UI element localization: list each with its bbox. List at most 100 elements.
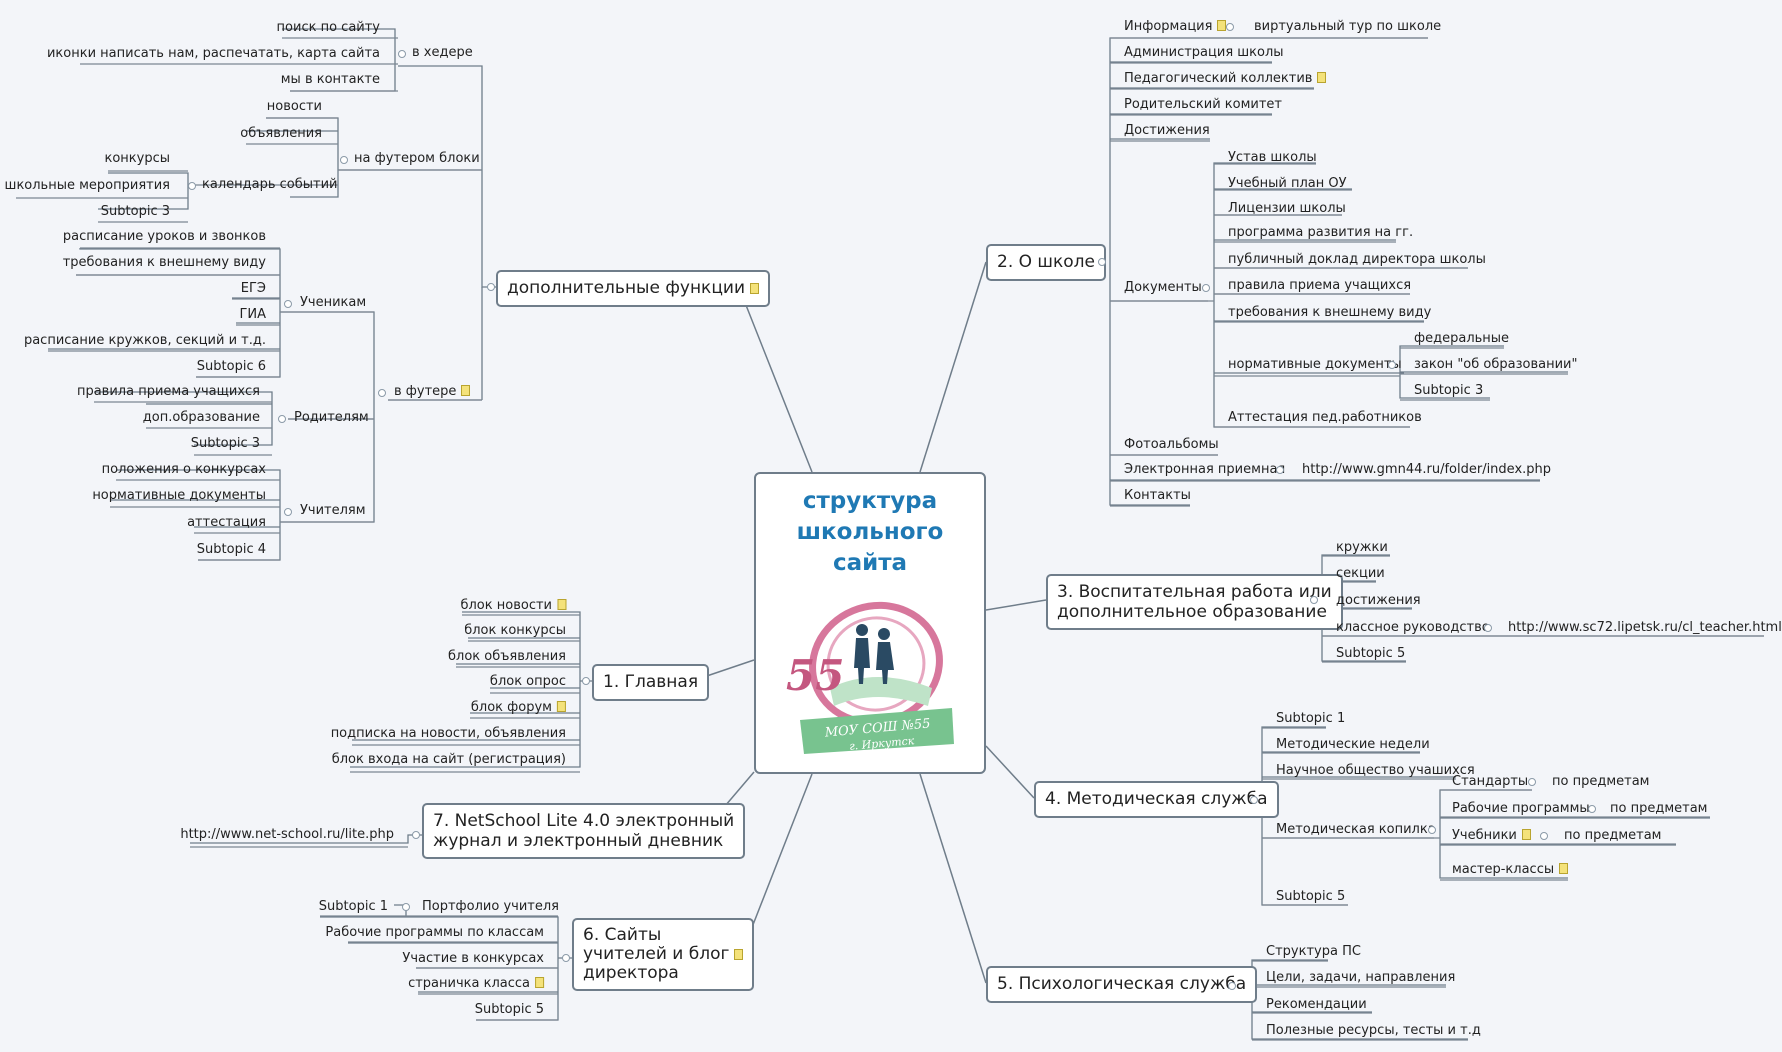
collapse-toggle[interactable] [1228, 982, 1236, 990]
node-calendar[interactable]: календарь событий [202, 177, 338, 192]
link-url[interactable]: http://www.gmn44.ru/folder/index.php [1302, 462, 1552, 477]
node-item[interactable]: расписание кружков, секций и т.д. [23, 333, 266, 348]
topic-extra-functions[interactable]: дополнительные функции [496, 270, 770, 307]
node-item[interactable]: блок конкурсы [464, 623, 566, 638]
node-item[interactable]: Лицензии школы [1228, 201, 1346, 216]
node-item[interactable]: кружки [1336, 540, 1388, 555]
node-item[interactable]: Достижения [1124, 123, 1210, 138]
node-item[interactable]: Полезные ресурсы, тесты и т.д [1266, 1023, 1481, 1038]
collapse-toggle[interactable] [402, 903, 410, 911]
node-master-classes[interactable]: мастер-классы [1452, 861, 1569, 878]
node-reception[interactable]: Электронная приемная [1124, 462, 1286, 477]
node-normative-docs[interactable]: нормативные документы [1228, 357, 1402, 372]
node-item[interactable]: блок опрос [489, 674, 566, 689]
note-icon[interactable] [1559, 863, 1569, 874]
node-item[interactable]: ГИА [239, 307, 266, 322]
topic-methodical[interactable]: 4. Методическая служба [1034, 781, 1279, 818]
collapse-toggle[interactable] [562, 954, 570, 962]
node-item[interactable]: поиск по сайту [276, 20, 380, 35]
node-footer[interactable]: в футере [394, 383, 471, 400]
node-item[interactable]: Subtopic 3 [100, 204, 170, 219]
node-item[interactable]: Subtopic 5 [474, 1002, 544, 1017]
collapse-toggle[interactable] [1588, 805, 1596, 813]
node-item[interactable]: объявления [240, 126, 322, 141]
node-item[interactable]: Рабочие программы по классам [325, 925, 544, 940]
node-item[interactable]: школьные мероприятия [4, 178, 170, 193]
node-item[interactable]: мы в контакте [280, 72, 380, 87]
collapse-toggle[interactable] [1528, 778, 1536, 786]
topic-psychological[interactable]: 5. Психологическая служба [986, 966, 1258, 1003]
node-class-guidance[interactable]: классное руководство [1336, 620, 1490, 635]
collapse-toggle[interactable] [188, 182, 196, 190]
node-documents[interactable]: Документы [1124, 280, 1202, 295]
node-item[interactable]: Subtopic 3 [1414, 383, 1484, 398]
node-parents[interactable]: Родителям [294, 410, 369, 425]
note-icon[interactable] [750, 283, 759, 294]
node-students[interactable]: Ученикам [300, 295, 367, 310]
collapse-toggle[interactable] [378, 389, 386, 397]
collapse-toggle[interactable] [1098, 258, 1106, 266]
node-item[interactable]: секции [1336, 566, 1385, 581]
node-item[interactable]: Subtopic 5 [1276, 889, 1346, 904]
node-item[interactable]: блок новости [460, 597, 566, 614]
node-item[interactable]: Subtopic 3 [190, 436, 260, 451]
node-info[interactable]: Информация [1124, 18, 1227, 35]
node-item[interactable]: расписание уроков и звонков [62, 229, 266, 244]
node-item[interactable]: Участие в конкурсах [402, 951, 544, 966]
node-item[interactable]: федеральные [1414, 331, 1510, 346]
collapse-toggle[interactable] [284, 300, 292, 308]
node-teachers[interactable]: Учителям [300, 503, 366, 518]
node-item[interactable]: блок форум [471, 699, 566, 716]
collapse-toggle[interactable] [1388, 361, 1396, 369]
note-icon[interactable] [535, 977, 544, 988]
note-icon[interactable] [1317, 72, 1327, 83]
node-item[interactable]: блок входа на сайт (регистрация) [331, 752, 566, 767]
collapse-toggle[interactable] [1202, 284, 1210, 292]
node-item[interactable]: Структура ПС [1266, 944, 1361, 959]
collapse-toggle[interactable] [1276, 466, 1284, 474]
node-item[interactable]: Администрация школы [1124, 45, 1284, 60]
node-item[interactable]: блок объявления [448, 649, 566, 664]
node-item[interactable]: Subtopic 1 [318, 899, 388, 914]
note-icon[interactable] [557, 701, 566, 712]
note-icon[interactable] [461, 385, 471, 396]
node-item[interactable]: подписка на новости, объявления [330, 726, 566, 741]
node-item[interactable]: Subtopic 1 [1276, 711, 1346, 726]
note-icon[interactable] [557, 599, 566, 610]
collapse-toggle[interactable] [1484, 624, 1492, 632]
node-item[interactable]: Научное общество учашихся [1276, 763, 1475, 778]
collapse-toggle[interactable] [398, 50, 406, 58]
topic-main-page[interactable]: 1. Главная [592, 664, 710, 701]
node-item[interactable]: Устав школы [1228, 150, 1317, 165]
node-item[interactable]: страничка класса [408, 975, 544, 992]
node-item[interactable]: иконки написать нам, распечатать, карта … [46, 46, 380, 61]
note-icon[interactable] [1521, 829, 1531, 840]
node-textbooks[interactable]: Учебники [1452, 827, 1531, 844]
collapse-toggle[interactable] [487, 283, 495, 291]
collapse-toggle[interactable] [1310, 596, 1318, 604]
node-item[interactable]: по предметам [1610, 801, 1708, 816]
node-item[interactable]: программа развития на гг. [1228, 225, 1414, 240]
node-item[interactable]: достижения [1336, 593, 1421, 608]
node-item[interactable]: Методические недели [1276, 737, 1430, 752]
collapse-toggle[interactable] [1428, 826, 1436, 834]
node-item[interactable]: ЕГЭ [240, 281, 266, 296]
collapse-toggle[interactable] [1250, 796, 1258, 804]
node-item[interactable]: правила приема учащихся [1228, 278, 1412, 293]
node-item[interactable]: новости [266, 99, 322, 114]
node-standards[interactable]: Стандарты [1452, 774, 1529, 789]
collapse-toggle[interactable] [412, 831, 420, 839]
node-item[interactable]: Subtopic 4 [196, 542, 266, 557]
topic-about-school[interactable]: 2. О школе [986, 244, 1106, 281]
node-item[interactable]: требования к внешнему виду [1228, 305, 1432, 320]
collapse-toggle[interactable] [1540, 832, 1548, 840]
note-icon[interactable] [734, 949, 744, 960]
collapse-toggle[interactable] [582, 677, 590, 685]
node-item[interactable]: Subtopic 6 [196, 359, 266, 374]
link-url[interactable]: http://www.net-school.ru/lite.php [180, 827, 394, 842]
node-method-bank[interactable]: Методическая копилка [1276, 822, 1436, 837]
